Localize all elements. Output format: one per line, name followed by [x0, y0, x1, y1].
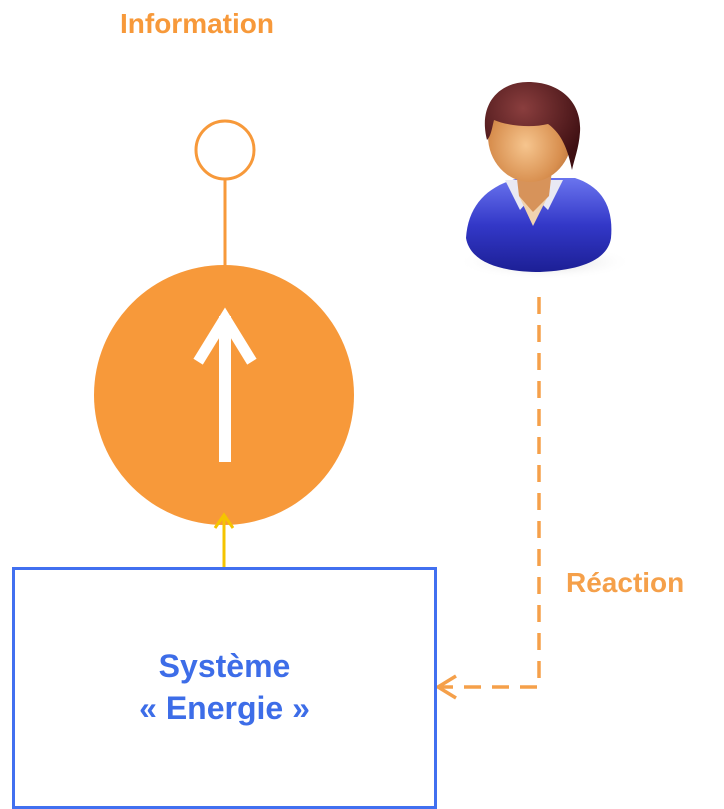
reaction-connector	[434, 297, 541, 700]
information-interface-circle	[194, 119, 256, 181]
reaction-label: Réaction	[566, 567, 685, 598]
system-label-line1: Système	[158, 648, 291, 684]
system-to-information-connector	[213, 512, 235, 567]
information-node	[94, 265, 354, 525]
system-label-line2: « Energie »	[139, 690, 310, 726]
information-label: Information	[120, 8, 274, 39]
system-box	[12, 567, 437, 809]
arrow-up-icon	[193, 307, 257, 462]
system-label: Système « Energie »	[12, 645, 437, 729]
user-avatar-icon	[457, 82, 633, 280]
